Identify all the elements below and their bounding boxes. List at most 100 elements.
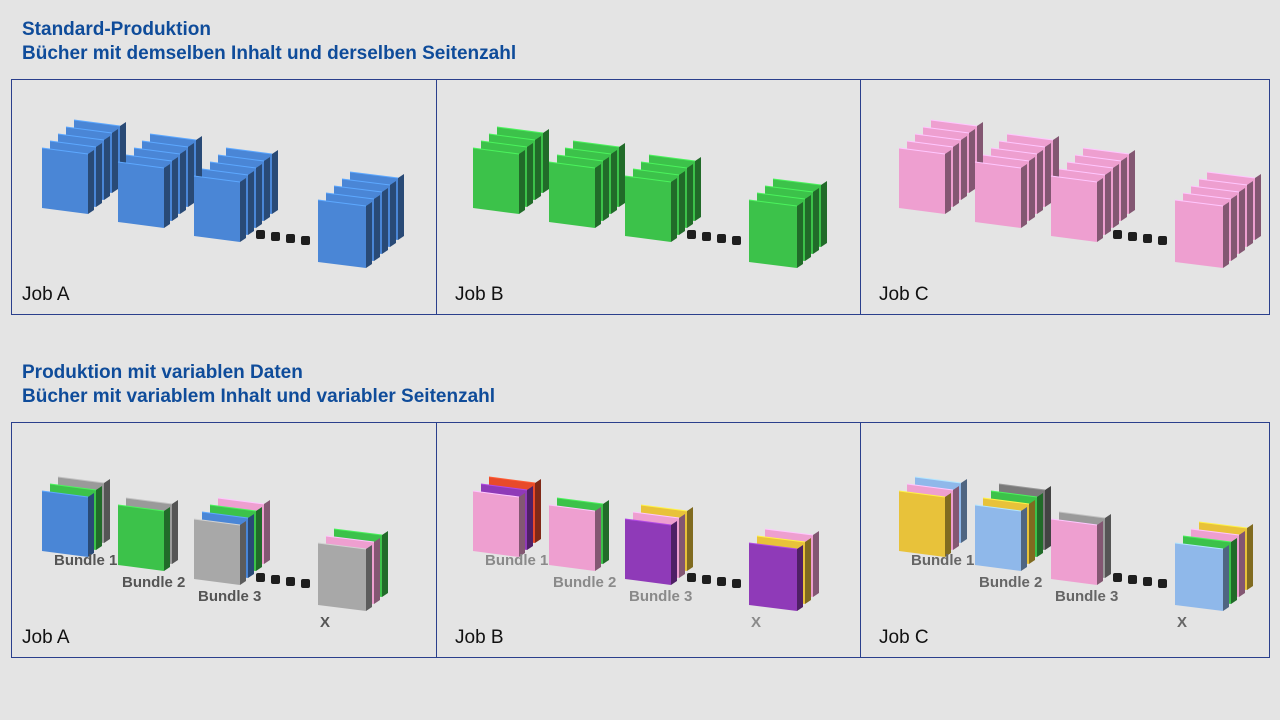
book-spine [1097,178,1103,242]
books-illustration [898,119,1261,268]
book-edge [480,483,528,491]
book-spine [398,174,404,240]
book-spine [519,493,525,557]
book [748,542,803,611]
book-edge [548,161,596,169]
book [193,175,246,242]
book [1174,542,1229,611]
book-spine [961,479,967,543]
book-cover [1051,519,1097,585]
book-cover [42,491,88,557]
book-edge [488,476,536,484]
book-edge [333,185,383,193]
book [974,504,1027,571]
section-title-standard: Standard-Produktion Bücher mit demselben… [22,18,516,66]
book-spine [1113,164,1119,228]
bundle-label: Bundle 1 [911,552,974,569]
book-edge [624,175,672,183]
book-edge [117,504,165,512]
book-edge [632,168,680,176]
book-spine [264,500,270,564]
book-spine [1105,514,1111,578]
book-spine [805,195,811,261]
book-edge [317,199,367,207]
book-spine [813,531,819,597]
book-spine [619,143,625,207]
bundle-label: Bundle 3 [1055,588,1118,605]
book-edge [496,126,544,134]
book-spine [603,157,609,221]
section-subheading: Bücher mit demselben Inhalt und derselbe… [22,43,517,64]
book-cover [625,176,671,242]
book-edge [772,178,822,186]
book-edge [65,126,113,134]
book-edge [998,140,1046,148]
book-spine [1247,181,1253,247]
book-edge [217,497,265,505]
book-edge [1174,542,1224,550]
book-edge [225,147,273,155]
book-edge [1182,535,1232,543]
section-title-variable: Produktion mit variablen Daten Bücher mi… [22,361,495,409]
book [1050,175,1103,242]
book-edge [57,476,105,484]
book-edge [341,178,391,186]
book-edge [748,542,798,550]
book-edge [472,147,520,155]
book-spine [240,521,246,585]
book-spine [945,150,951,214]
book-spine [1029,157,1035,221]
book-cover [318,543,366,611]
continuation-dot [717,577,726,586]
book-spine [248,514,254,578]
book-edge [648,154,696,162]
book-cover [749,200,797,268]
section-heading: Standard-Produktion [22,19,211,40]
book-spine [961,136,967,200]
book-edge [201,168,249,176]
book-spine [1021,164,1027,228]
book-spine [88,493,94,557]
continuation-dot [301,236,310,245]
book-spine [1223,545,1229,611]
job-label: Job C [879,284,929,305]
panel-standard-job-a: Job A [12,80,436,314]
book-edge [1198,178,1248,186]
book [117,161,170,228]
bundle-label-x: X [751,614,761,631]
book-spine [519,150,525,214]
book-spine [96,143,102,207]
section-subheading: Bücher mit variablem Inhalt und variable… [22,386,496,407]
book-edge [1050,175,1098,183]
book-cover [549,505,595,571]
book-edge [488,133,536,141]
book-edge [998,483,1046,491]
book-edge [217,154,265,162]
book-spine [96,486,102,550]
book-edge [317,542,367,550]
book-spine [1097,521,1103,585]
bundle-label: Bundle 3 [198,588,261,605]
bundle-label: Bundle 2 [122,574,185,591]
book-spine [1231,195,1237,261]
book-edge [898,147,946,155]
book [548,161,601,228]
continuation-dot [271,575,280,584]
book-edge [982,154,1030,162]
book-edge [1198,521,1248,529]
book-spine [180,150,186,214]
book-edge [974,504,1022,512]
continuation-dot [687,573,696,582]
book-spine [164,164,170,228]
bundle-label: Bundle 2 [553,574,616,591]
book-edge [556,154,604,162]
book-edge [149,133,197,141]
book-spine [1045,143,1051,207]
book-edge [49,483,97,491]
book-edge [914,476,962,484]
book [1050,518,1103,585]
book-edge [764,528,814,536]
continuation-dot [256,573,265,582]
